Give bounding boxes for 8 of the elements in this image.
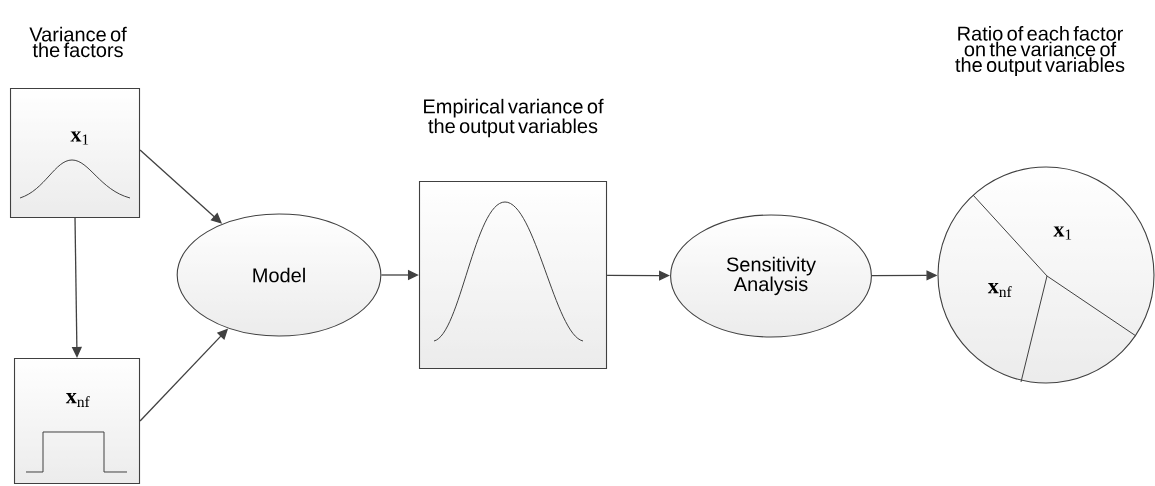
- variable-label: x$_{1}$: [1053, 226, 1072, 240]
- heading: Empirical variance of the output variables: [424, 98, 604, 138]
- heading: Variance of the factors: [29, 26, 127, 58]
- variable-label: x$_{nf}$: [987, 283, 1012, 297]
- variable-label: x$_{nf}$: [65, 393, 90, 407]
- variable-label: x$_{1}$: [70, 131, 89, 145]
- heading: Ratio of each factor on the variance of the output variables: [955, 26, 1125, 76]
- arrow: [606, 270, 670, 281]
